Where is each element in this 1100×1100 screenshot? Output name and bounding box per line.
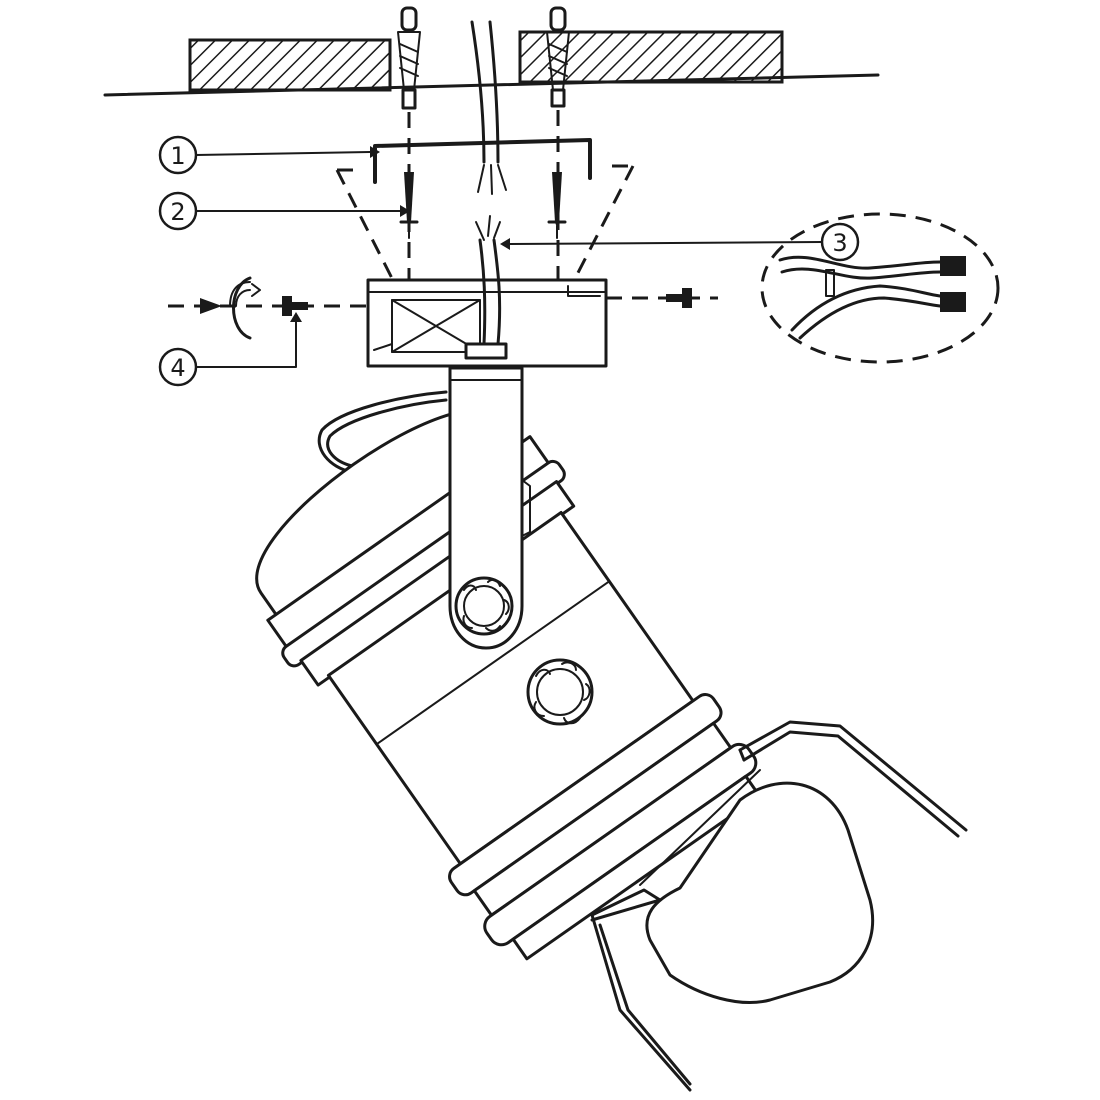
detail-ellipse <box>760 212 1000 364</box>
mounting-arm <box>448 366 531 650</box>
exploded-view-line-right <box>564 165 635 297</box>
callout-4-label: 4 <box>170 354 185 382</box>
anchor-tip <box>401 88 417 110</box>
callout-3-label: 3 <box>832 229 847 257</box>
ceiling-joist-right <box>518 30 784 84</box>
wall-anchor-right <box>546 6 570 108</box>
anchor-screw-head <box>549 6 567 32</box>
wire-nut-top <box>940 256 966 276</box>
callout-2: 2 <box>158 191 198 231</box>
pivot-knob-lower <box>526 658 594 726</box>
fixture-wires <box>475 215 502 346</box>
ceiling-cable <box>470 20 507 195</box>
callout-1: 1 <box>158 135 198 175</box>
ceiling-joist-left <box>188 38 392 92</box>
callout-4: 4 <box>158 347 198 387</box>
anchor-screw-head <box>400 6 418 32</box>
spotlight-lens-cap <box>645 781 875 1004</box>
mounting-bracket <box>373 138 592 184</box>
canopy-base <box>366 278 608 368</box>
callout-1-label: 1 <box>170 142 185 170</box>
anchor-tip <box>550 88 566 108</box>
wall-anchor-left <box>397 6 421 110</box>
side-fastener-left <box>168 276 368 340</box>
pivot-knob-upper <box>454 576 514 636</box>
wire-connector-detail <box>760 212 1000 364</box>
barn-doors <box>590 720 968 1092</box>
side-fastener-right <box>606 288 718 308</box>
leader-lines <box>195 146 823 368</box>
barn-door-bottom <box>590 913 692 1092</box>
barn-door-top <box>738 720 968 832</box>
wire-nut-bottom <box>940 292 966 312</box>
callout-3: 3 <box>820 222 860 262</box>
spotlight-cord <box>317 390 448 474</box>
callout-2-label: 2 <box>170 198 185 226</box>
canopy-nut <box>464 342 508 360</box>
screw-left <box>399 172 419 239</box>
screw-right <box>547 172 567 239</box>
side-screw <box>282 296 308 316</box>
